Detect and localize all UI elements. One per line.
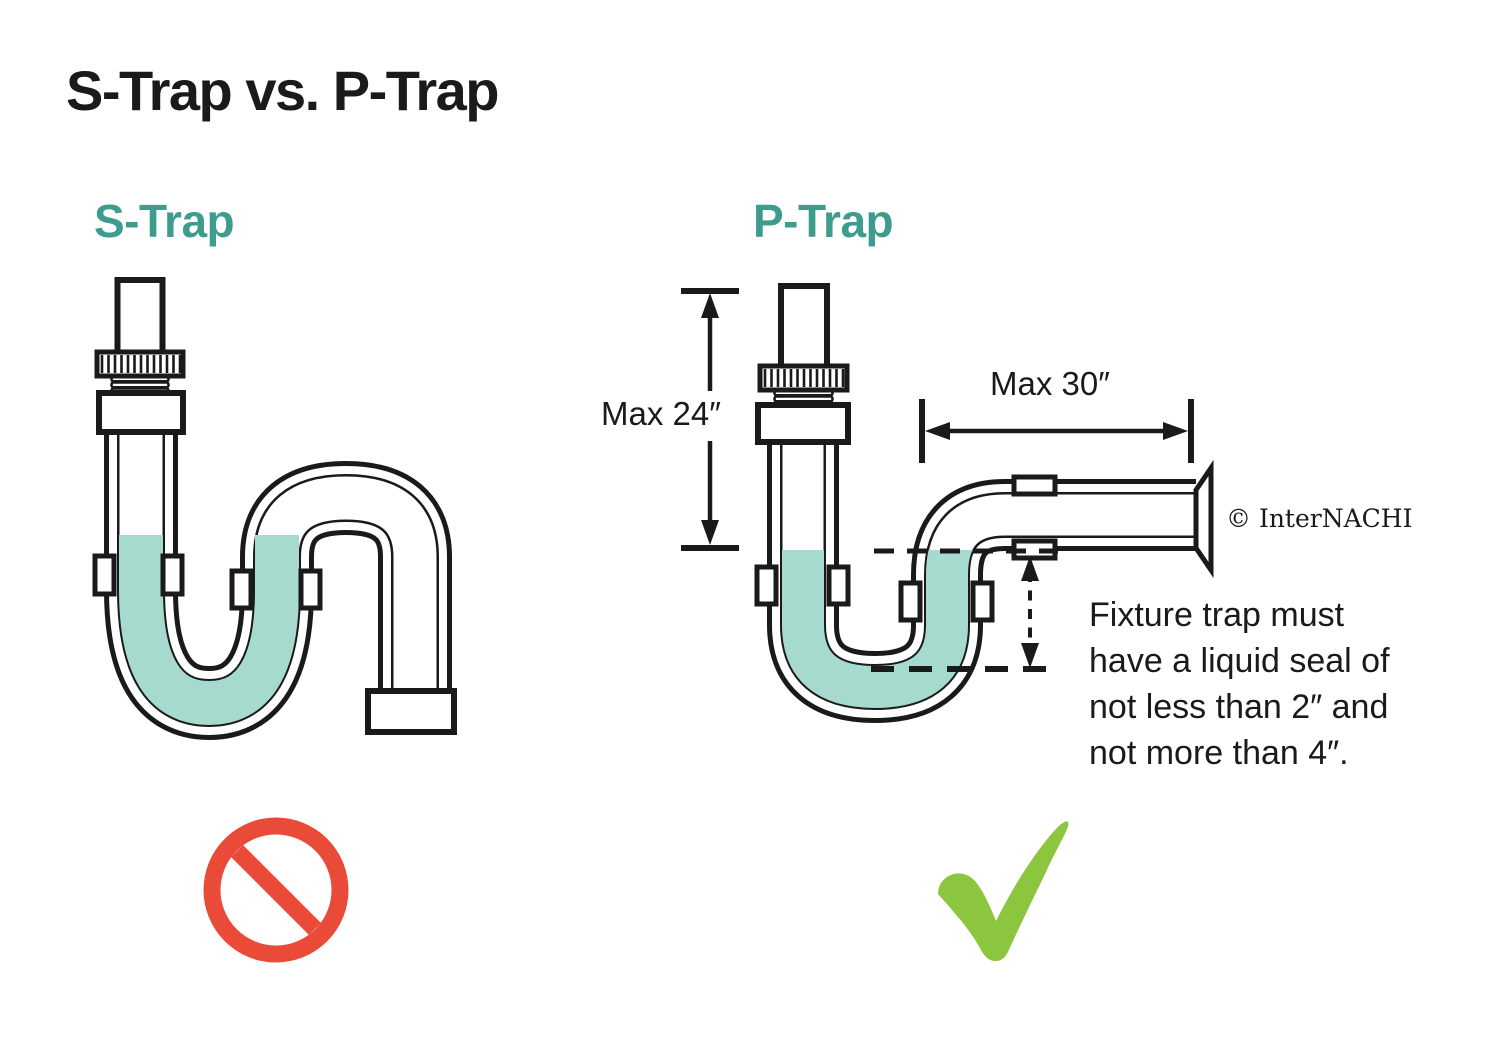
- max-30-dimension-arrow: [919, 399, 1194, 463]
- p-trap-diagram: [681, 283, 1214, 724]
- note-line: not more than 4″.: [1089, 734, 1349, 772]
- max-24-dimension-label: Max 24″: [601, 395, 721, 432]
- prohibited-icon: [203, 817, 349, 963]
- check-icon: [938, 821, 1069, 962]
- note-line: have a liquid seal of: [1089, 642, 1390, 680]
- max-24-dimension-arrow: [681, 288, 739, 551]
- page-title: S-Trap vs. P-Trap: [66, 59, 500, 122]
- liquid-seal-arrow: [1021, 556, 1039, 668]
- p-trap-tailpiece: [755, 283, 851, 445]
- max-30-dimension-label: Max 30″: [990, 365, 1110, 402]
- s-trap-coupling: [96, 390, 186, 435]
- s-trap-water: [119, 535, 299, 726]
- s-trap-tailpiece: [94, 277, 186, 435]
- liquid-seal-note: Fixture trap must have a liquid seal of …: [1089, 592, 1449, 776]
- copyright-notice: © InterNACHI: [1226, 504, 1413, 533]
- p-trap-coupling: [755, 402, 851, 445]
- note-line: not less than 2″ and: [1089, 688, 1389, 726]
- p-trap-slip-collars: [754, 474, 1058, 623]
- p-trap-label: P-Trap: [753, 195, 894, 247]
- s-trap-outlet-flange: [365, 688, 457, 735]
- p-trap-outlet-flare: [1193, 459, 1214, 579]
- s-trap-diagram: [92, 277, 457, 741]
- s-trap-label: S-Trap: [94, 195, 235, 247]
- note-line: Fixture trap must: [1089, 596, 1345, 634]
- s-trap-slip-collars: [92, 553, 323, 611]
